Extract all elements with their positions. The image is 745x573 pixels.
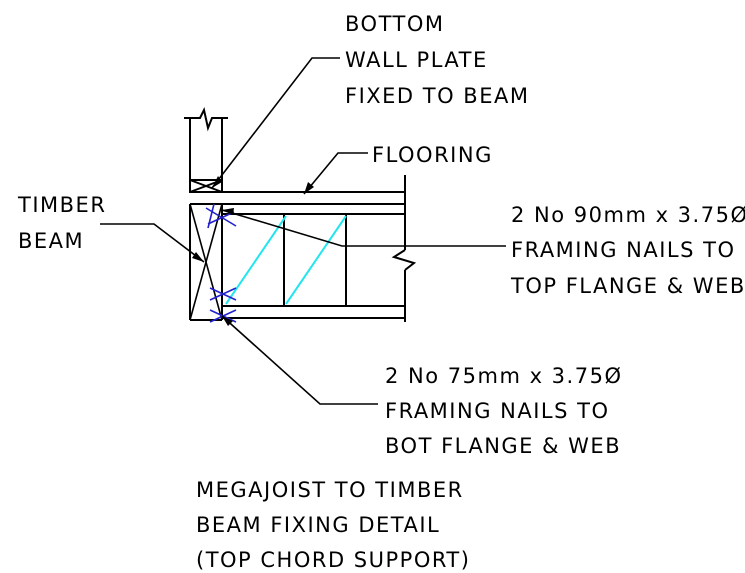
top-nails-label: 2 No 90mm x 3.75Ø FRAMING NAILS TO TOP F… (510, 203, 745, 298)
leader-bottom-nails (221, 315, 378, 405)
timber-beam-line-1: TIMBER (17, 193, 106, 217)
flooring-label: FLOORING (372, 143, 493, 167)
wall-plate-label: BOTTOM WALL PLATE FIXED TO BEAM (345, 12, 529, 108)
top-nails-line-2: FRAMING NAILS TO (511, 238, 735, 262)
detail-title-line-2: BEAM FIXING DETAIL (196, 513, 440, 537)
leader-flooring (303, 152, 368, 195)
timber-beam-line-2: BEAM (18, 229, 84, 253)
wall-plate-line-3: FIXED TO BEAM (345, 84, 529, 108)
leader-wall-plate (211, 57, 340, 189)
top-nails-line-1: 2 No 90mm x 3.75Ø (511, 203, 745, 227)
timber-beam-label: TIMBER BEAM (17, 193, 106, 253)
detail-title-line-3: (TOP CHORD SUPPORT) (196, 548, 470, 572)
detail-title-line-1: MEGAJOIST TO TIMBER (196, 478, 464, 502)
flooring-sheet (190, 191, 405, 205)
leader-timber-beam (100, 223, 205, 263)
joist-break-line (391, 175, 417, 322)
megajoist-bottom-flange (222, 305, 405, 319)
bottom-nails-line-3: BOT FLANGE & WEB (385, 434, 621, 458)
bottom-nails-line-2: FRAMING NAILS TO (385, 399, 609, 423)
wall-stud (184, 107, 228, 180)
top-nails (205, 203, 237, 229)
bottom-nails-line-1: 2 No 75mm x 3.75Ø (385, 364, 622, 388)
wall-plate-line-2: WALL PLATE (345, 48, 488, 72)
timber-beam (189, 203, 223, 321)
leader-top-nails (221, 208, 506, 247)
wall-plate-line-1: BOTTOM (345, 12, 445, 36)
megajoist-web-diagonals (225, 215, 347, 305)
top-nails-line-3: TOP FLANGE & WEB (510, 274, 745, 298)
detail-title: MEGAJOIST TO TIMBER BEAM FIXING DETAIL (… (196, 478, 470, 572)
bottom-nails-label: 2 No 75mm x 3.75Ø FRAMING NAILS TO BOT F… (385, 364, 622, 458)
